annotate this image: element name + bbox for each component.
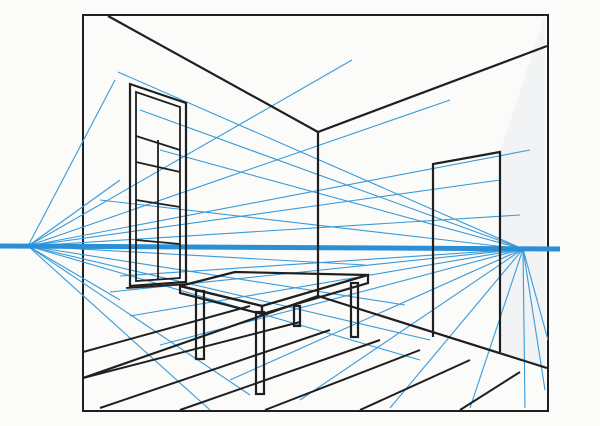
ceiling-left-edge [107,15,319,133]
left-ray-5 [27,214,521,247]
floor-board-7 [459,371,521,411]
window-sill [125,283,191,289]
right-ray-4 [99,199,524,250]
floor-boards [82,305,521,411]
floor-board-1 [82,305,251,353]
floor-board-3 [99,329,331,409]
picture-frame [82,14,549,412]
left-ray-12 [27,79,116,247]
window-inner-frame [135,90,181,282]
left-ray-11 [27,245,211,411]
door [431,150,502,352]
floor-board-4 [179,339,381,411]
window-outer-frame [128,82,188,288]
right-ray-1 [117,71,524,250]
table-leg-back-right [349,281,360,339]
left-ray-7 [27,245,406,306]
table-leg-back-left [292,304,302,328]
table-leg-front-left [194,289,206,361]
window-rail-1 [135,161,181,173]
right-ray-12 [469,248,524,409]
left-ray-13 [27,179,121,247]
left-ray-14 [27,245,121,301]
left-ray-4 [27,179,501,247]
table [178,270,370,396]
left-ray-10 [27,245,251,396]
floor-board-5 [264,349,421,411]
left-ray-2 [27,99,451,247]
window-rail-2 [135,199,181,208]
window-transom [135,135,181,151]
right-ray-2 [139,109,524,250]
left-ray-3 [27,149,531,247]
window-rail-3 [135,239,181,245]
ceiling-right-edge [317,44,548,134]
window [125,82,191,289]
right-ray-7 [129,248,524,317]
left-ray-9 [27,245,421,361]
door-shadow [500,15,545,370]
left-ray-6 [27,245,366,266]
room-structure [82,15,548,380]
floor-board-2 [82,321,301,379]
right-ray-3 [159,149,524,250]
left-ray-1 [27,59,353,247]
left-ray-8 [27,245,431,341]
right-ray-15 [522,248,549,341]
horizon-line [0,243,561,252]
right-ray-13 [522,248,526,409]
right-vanishing-rays [99,71,549,409]
right-ray-5 [119,248,524,277]
floor-board-6 [359,359,471,411]
left-vanishing-rays [27,59,531,411]
